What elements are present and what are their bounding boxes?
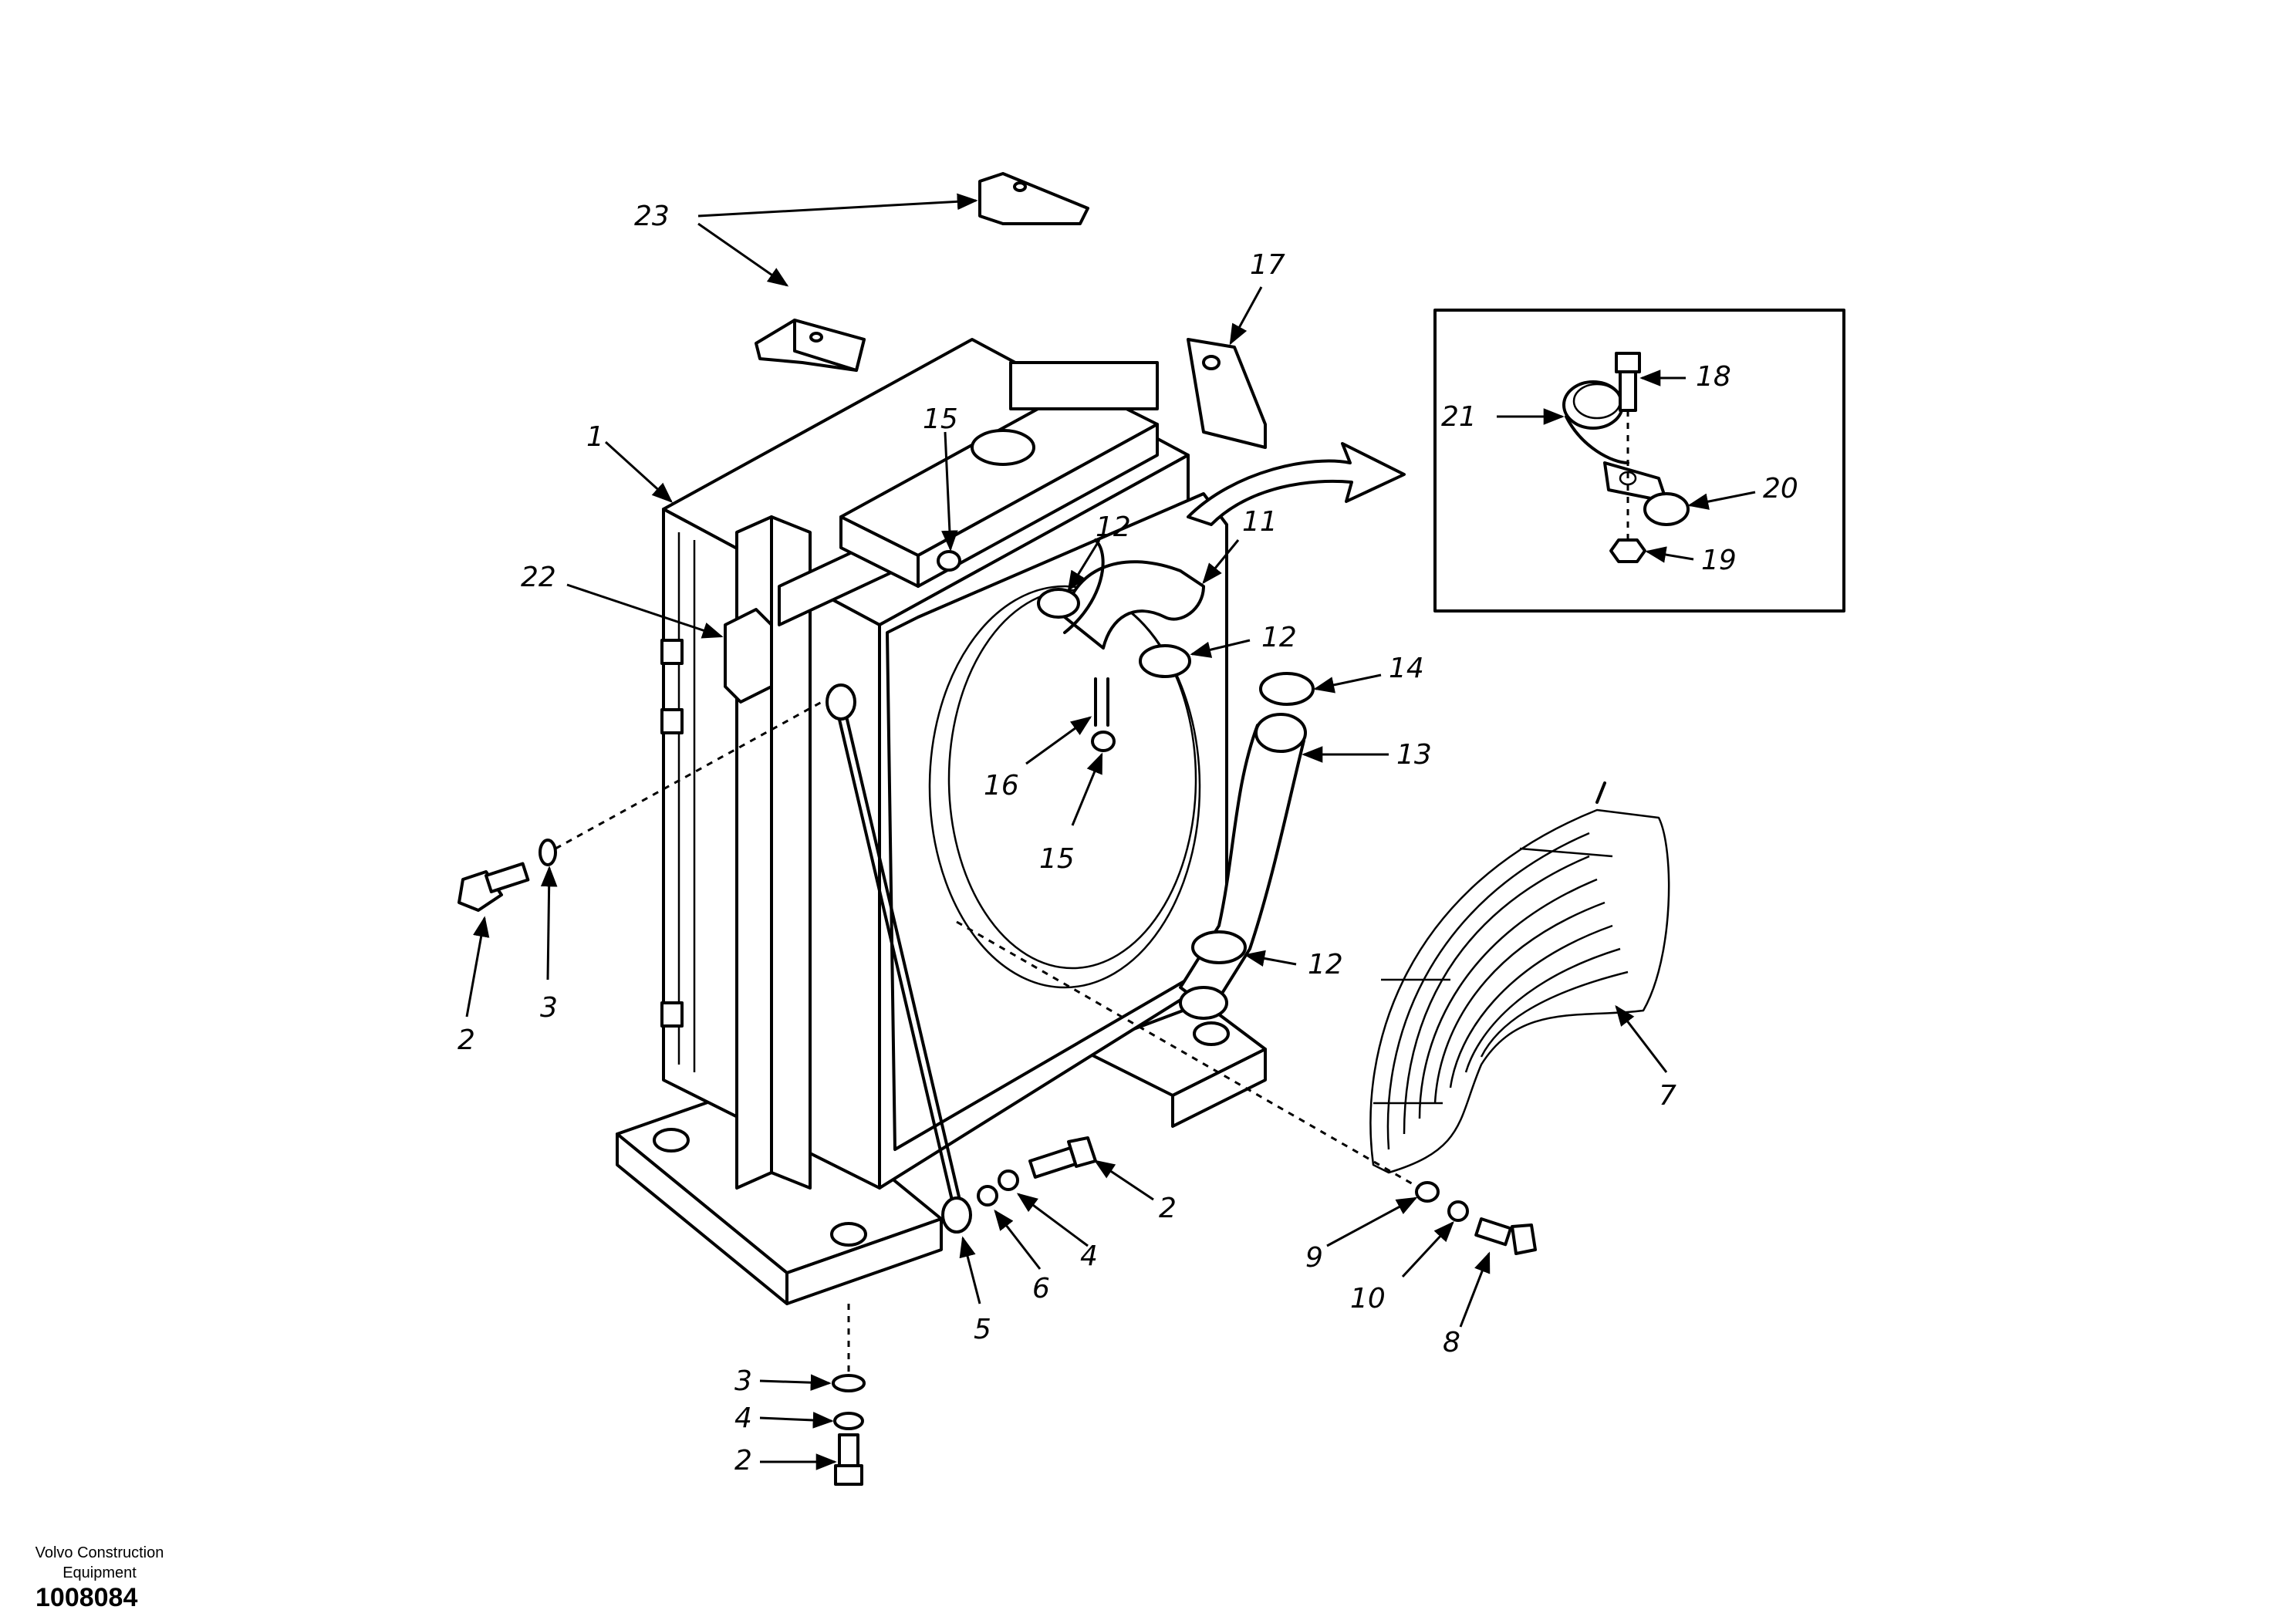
callout-2: 2: [1159, 1193, 1177, 1224]
detail-transfer-arrow: [1187, 442, 1406, 526]
fasteners-right: [1415, 1181, 1537, 1255]
callout-4: 4: [734, 1402, 752, 1434]
detail-bolt: [1615, 352, 1641, 412]
expansion-tank: [839, 361, 1159, 588]
clip-band: [1562, 380, 1629, 464]
callout-7: 7: [1659, 1080, 1676, 1112]
callout-16: 16: [984, 770, 1019, 802]
callout-21: 21: [1441, 401, 1477, 433]
callout-4: 4: [1080, 1240, 1098, 1272]
callout-3: 3: [734, 1365, 752, 1397]
callout-22: 22: [521, 562, 556, 593]
clip-bracket: [1603, 461, 1690, 526]
callout-15: 15: [1039, 843, 1075, 875]
detail-nut: [1609, 538, 1646, 563]
callout-2: 2: [458, 1024, 475, 1056]
hose-clamps: [937, 550, 1315, 964]
overflow-hose: [1094, 677, 1109, 727]
washers-center: [977, 1169, 1019, 1207]
callout-19: 19: [1701, 545, 1737, 576]
callout-13: 13: [1396, 739, 1432, 771]
assembly-lines: [555, 700, 1420, 1373]
latch: [724, 608, 773, 704]
callout-20: 20: [1763, 473, 1798, 505]
callout-15: 15: [923, 403, 958, 435]
brand-line-1: Volvo Construction: [35, 1544, 164, 1561]
washer-left: [539, 839, 557, 866]
leader-lines: [465, 193, 1756, 1470]
mounting-plate: [1187, 338, 1267, 449]
brand-line-2: Equipment: [62, 1564, 137, 1581]
callout-23: 23: [634, 201, 670, 232]
brand-caption: Volvo Construction Equipment: [19, 1543, 181, 1583]
callout-1: 1: [586, 421, 604, 453]
callout-labels: 23 17 1 15 22 12 11 12 14 13 16 15 2 3 1…: [458, 201, 1798, 1477]
callout-2: 2: [734, 1445, 752, 1477]
upper-hose: [1063, 538, 1205, 650]
detail-inset: [1433, 309, 1845, 613]
tie-rod: [826, 683, 972, 1234]
callout-8: 8: [1443, 1327, 1460, 1358]
callout-12: 12: [1308, 949, 1343, 980]
callout-12: 12: [1096, 511, 1131, 543]
callout-6: 6: [1032, 1273, 1050, 1304]
bolt-center: [1028, 1136, 1097, 1179]
callout-14: 14: [1389, 653, 1424, 684]
fan-guard: [1369, 781, 1670, 1174]
callout-11: 11: [1242, 506, 1278, 538]
callout-17: 17: [1250, 249, 1285, 281]
callout-10: 10: [1350, 1283, 1386, 1315]
callout-3: 3: [540, 992, 558, 1024]
guard-cover-a: [755, 319, 866, 372]
fasteners-bottom: [832, 1374, 866, 1486]
guard-cover-b: [978, 172, 1089, 225]
callout-12: 12: [1261, 622, 1297, 653]
callout-18: 18: [1696, 361, 1731, 393]
drawing-number: 1008084: [35, 1583, 138, 1612]
bolt-left: [458, 862, 530, 912]
callout-5: 5: [974, 1314, 991, 1345]
callout-9: 9: [1305, 1242, 1323, 1274]
